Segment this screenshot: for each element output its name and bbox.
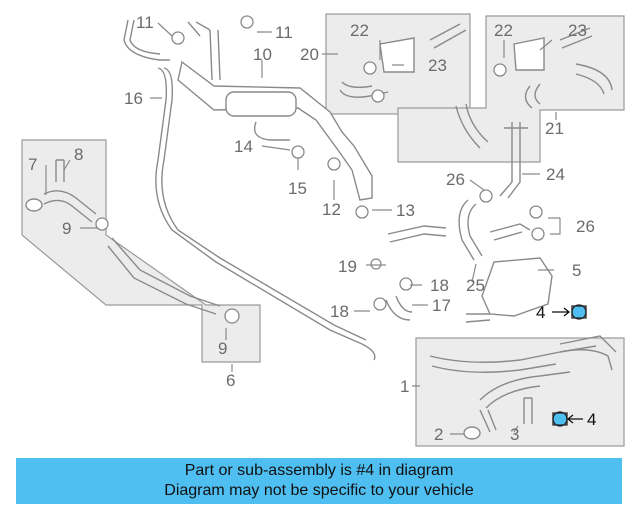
callout-5: 5 <box>572 261 582 280</box>
callout-3: 3 <box>510 425 520 444</box>
callout-26-left: 26 <box>446 170 465 189</box>
callout-1: 1 <box>400 377 410 396</box>
callout-13: 13 <box>396 201 415 220</box>
callout-23-left: 23 <box>428 56 447 75</box>
clamps <box>95 15 545 324</box>
pipe-10 <box>177 21 373 201</box>
leader-lines <box>45 22 561 435</box>
callout-26-right: 26 <box>576 217 595 236</box>
callout-7: 7 <box>28 155 38 174</box>
callout-22-right: 22 <box>494 21 513 40</box>
callout-21: 21 <box>545 119 564 138</box>
callout-18-upper: 18 <box>430 276 449 295</box>
hose-16 <box>123 19 376 361</box>
panel-1 <box>415 337 625 447</box>
hoses-lower-right <box>429 335 617 440</box>
callout-20: 20 <box>300 45 319 64</box>
callout-25: 25 <box>466 276 485 295</box>
callout-23-right: 23 <box>568 21 587 40</box>
callout-9-lower: 9 <box>218 339 228 358</box>
callout-14: 14 <box>234 137 253 156</box>
callout-11-left: 11 <box>136 13 154 32</box>
callout-9-upper: 9 <box>62 219 72 238</box>
callout-4-lower: 4 <box>587 410 597 429</box>
callout-18-lower: 18 <box>330 302 349 321</box>
hoses-center-right <box>385 122 553 323</box>
callout-19: 19 <box>338 257 357 276</box>
part-4-clamp-lower <box>552 411 568 427</box>
callout-12: 12 <box>322 200 341 219</box>
callout-10: 10 <box>253 45 272 64</box>
callout-15: 15 <box>288 179 307 198</box>
callout-11-right: 11 <box>275 23 293 42</box>
callout-22-left: 22 <box>350 21 369 40</box>
hoses-upper-right <box>339 23 613 149</box>
callout-16: 16 <box>124 89 143 108</box>
arrow-4 <box>552 307 583 424</box>
part-4-clamp-upper <box>571 304 587 320</box>
panel-7-9-6 <box>21 139 261 363</box>
panel-group <box>21 13 625 447</box>
callout-2: 2 <box>434 425 444 444</box>
banner-line-disclaimer: Diagram may not be specific to your vehi… <box>164 482 474 499</box>
banner-line-part: Part or sub-assembly is #4 in diagram <box>184 462 454 479</box>
callout-17: 17 <box>432 296 451 315</box>
hoses-left <box>25 159 221 315</box>
info-banner: Part or sub-assembly is #4 in diagram Di… <box>16 458 622 504</box>
callout-24: 24 <box>546 165 565 184</box>
callout-8: 8 <box>74 145 84 164</box>
callout-4-upper: 4 <box>536 303 546 322</box>
callout-6: 6 <box>226 371 236 390</box>
parts-diagram <box>21 13 625 447</box>
